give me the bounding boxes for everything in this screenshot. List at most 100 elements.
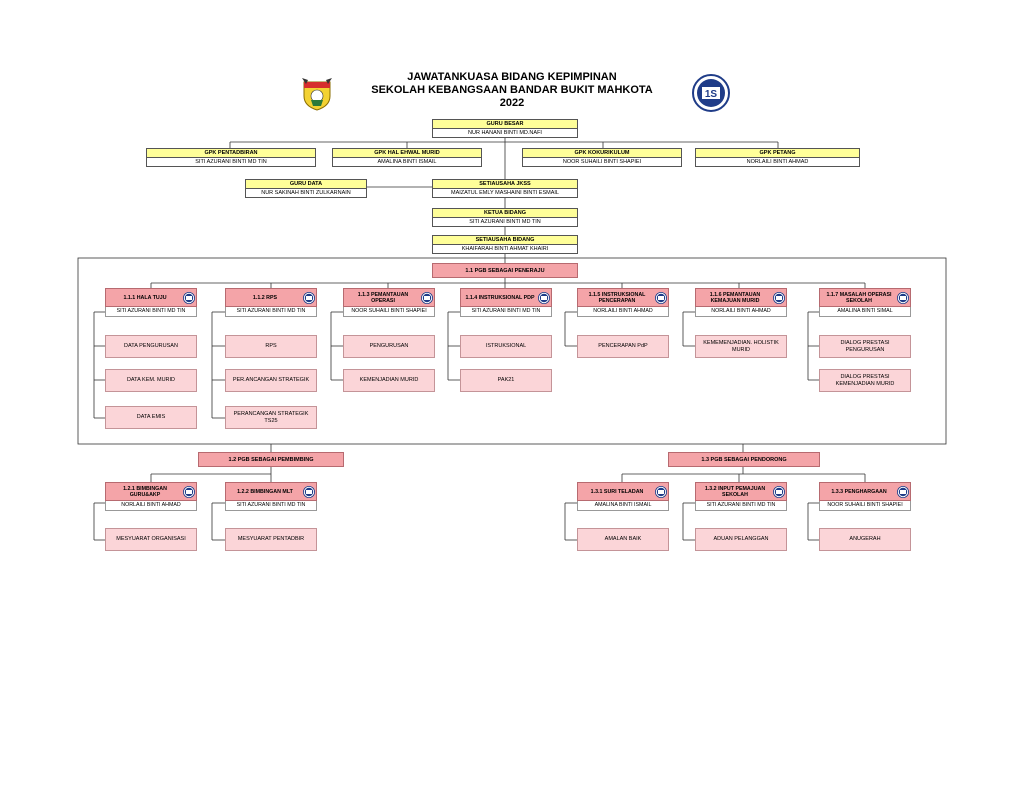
- card-name: NOOR SUHAILI BINTI SHAPIEI: [819, 501, 911, 511]
- sub-item: RPS: [225, 335, 317, 358]
- card-title: 1.1.2 RPS: [252, 294, 278, 301]
- school-badge-icon: [773, 486, 785, 498]
- sub-item: DATA EMIS: [105, 406, 197, 429]
- card-1-1-1: 1.1.1 HALA TUJU SITI AZURANI BINTI MD TI…: [105, 288, 197, 317]
- setiausaha-jkss-title: SETIAUSAHA JKSS: [433, 180, 577, 189]
- card-1-1-3: 1.1.3 PEMANTAUAN OPERASI NOOR SUHAILI BI…: [343, 288, 435, 317]
- card-name: AMALINA BINTI SIMAL: [819, 307, 911, 317]
- sub-item: MESYUARAT ORGANISASI: [105, 528, 197, 551]
- card-title: 1.2.1 BIMBINGAN GURU&AKP: [123, 485, 167, 498]
- school-badge-icon: [773, 292, 785, 304]
- chart-title-year: 2022: [499, 97, 525, 109]
- sub-item: PER.ANCANGAN STRATEGIK: [225, 369, 317, 392]
- card-1-1-7: 1.1.7 MASALAH OPERASI SEKOLAH AMALINA BI…: [819, 288, 911, 317]
- sub-item: KEMENJADIAN MURID: [343, 369, 435, 392]
- group-1-3-header: 1.3 PGB SEBAGAI PENDORONG: [668, 452, 820, 467]
- card-title: 1.2.2 BIMBINGAN MLT: [237, 488, 293, 495]
- school-badge-icon: [183, 292, 195, 304]
- card-1-2-1: 1.2.1 BIMBINGAN GURU&AKP NORLAILI BINTI …: [105, 482, 197, 511]
- sub-item: AMALAN BAIK: [577, 528, 669, 551]
- guru-besar-box: GURU BESAR NUR HANANI BINTI MD.NAFI: [432, 119, 578, 138]
- card-name: NORLAILI BINTI AHMAD: [105, 501, 197, 511]
- sub-item: DIALOG PRESTASI PENGURUSAN: [819, 335, 911, 358]
- guru-besar-title: GURU BESAR: [433, 120, 577, 129]
- school-badge-icon: [303, 486, 315, 498]
- ketua-bidang-box: KETUA BIDANG SITI AZURANI BINTI MD TIN: [432, 208, 578, 227]
- card-1-1-2: 1.1.2 RPS SITI AZURANI BINTI MD TIN: [225, 288, 317, 317]
- card-1-1-6: 1.1.6 PEMANTAUAN KEMAJUAN MURID NORLAILI…: [695, 288, 787, 317]
- school-badge-icon: 1S: [692, 74, 730, 112]
- gpk-pentadbiran-box: GPK PENTADBIRAN SITI AZURANI BINTI MD TI…: [146, 148, 316, 167]
- card-name: NORLAILI BINTI AHMAD: [577, 307, 669, 317]
- gpk-kokurikulum-box: GPK KOKURIKULUM NOOR SUHAILI BINTI SHAPI…: [522, 148, 682, 167]
- sub-item: PAK21: [460, 369, 552, 392]
- card-title: 1.1.5 INSTRUKSIONAL PENCERAPAN: [588, 291, 646, 304]
- card-1-3-2: 1.3.2 INPUT PEMAJUAN SEKOLAH SITI AZURAN…: [695, 482, 787, 511]
- group-1-2-header: 1.2 PGB SEBAGAI PEMBIMBING: [198, 452, 344, 467]
- card-name: NORLAILI BINTI AHMAD: [695, 307, 787, 317]
- guru-data-title: GURU DATA: [246, 180, 366, 189]
- gpk-name: NOOR SUHAILI BINTI SHAPIEI: [562, 159, 642, 165]
- chart-title-line2: SEKOLAH KEBANGSAAN BANDAR BUKIT MAHKOTA: [371, 84, 653, 96]
- card-name: AMALINA BINTI ISMAIL: [577, 501, 669, 511]
- gpk-name: NORLAILI BINTI AHMAD: [746, 159, 809, 165]
- sub-item: DATA PENGURUSAN: [105, 335, 197, 358]
- sub-item: KEMEMENJADIAN. HOLISTIK MURID: [695, 335, 787, 358]
- sub-item: DATA KEM. MURID: [105, 369, 197, 392]
- gpk-title: GPK KOKURIKULUM: [523, 149, 681, 158]
- card-1-1-5: 1.1.5 INSTRUKSIONAL PENCERAPAN NORLAILI …: [577, 288, 669, 317]
- sub-item: MESYUARAT PENTADBIR: [225, 528, 317, 551]
- card-title: 1.3.3 PENGHARGAAN: [831, 488, 887, 495]
- card-title: 1.3.2 INPUT PEMAJUAN SEKOLAH: [704, 485, 766, 498]
- school-badge-icon: [655, 486, 667, 498]
- setiausaha-bidang-title: SETIAUSAHA BIDANG: [433, 236, 577, 245]
- sub-item: PENGURUSAN: [343, 335, 435, 358]
- card-title: 1.1.1 HALA TUJU: [123, 294, 167, 301]
- gpk-hem-box: GPK HAL EHWAL MURID AMALINA BINTI ISMAIL: [332, 148, 482, 167]
- gpk-petang-box: GPK PETANG NORLAILI BINTI AHMAD: [695, 148, 860, 167]
- card-title: 1.1.7 MASALAH OPERASI SEKOLAH: [826, 291, 892, 304]
- card-title: 1.3.1 SURI TELADAN: [590, 488, 644, 495]
- gpk-title: GPK PENTADBIRAN: [147, 149, 315, 158]
- sub-item: DIALOG PRESTASI KEMENJADIAN MURID: [819, 369, 911, 392]
- gpk-name: AMALINA BINTI ISMAIL: [377, 159, 437, 165]
- card-name: NOOR SUHAILI BINTI SHAPIEI: [343, 307, 435, 317]
- card-name: SITI AZURANI BINTI MD TIN: [105, 307, 197, 317]
- card-title: 1.1.3 PEMANTAUAN OPERASI: [357, 291, 409, 304]
- ketua-bidang-name: SITI AZURANI BINTI MD TIN: [469, 219, 541, 225]
- card-1-3-3: 1.3.3 PENGHARGAAN NOOR SUHAILI BINTI SHA…: [819, 482, 911, 511]
- card-1-3-1: 1.3.1 SURI TELADAN AMALINA BINTI ISMAIL: [577, 482, 669, 511]
- guru-besar-name: NUR HANANI BINTI MD.NAFI: [468, 130, 542, 136]
- svg-text:1S: 1S: [705, 89, 718, 100]
- ketua-bidang-title: KETUA BIDANG: [433, 209, 577, 218]
- gpk-title: GPK PETANG: [696, 149, 859, 158]
- card-name: SITI AZURANI BINTI MD TIN: [460, 307, 552, 317]
- card-title: 1.1.6 PEMANTAUAN KEMAJUAN MURID: [709, 291, 761, 304]
- guru-data-name: NUR SAKINAH BINTI ZULKARNAIN: [261, 190, 351, 196]
- setiausaha-jkss-box: SETIAUSAHA JKSS MAIZATUL EMLY MASHAINI B…: [432, 179, 578, 198]
- gpk-title: GPK HAL EHWAL MURID: [333, 149, 481, 158]
- card-name: SITI AZURANI BINTI MD TIN: [695, 501, 787, 511]
- group-1-1-header: 1.1 PGB SEBAGAI PENERAJU: [432, 263, 578, 278]
- card-name: SITI AZURANI BINTI MD TIN: [225, 307, 317, 317]
- chart-title-line1: JAWATANKUASA BIDANG KEPIMPINAN: [407, 71, 617, 83]
- setiausaha-bidang-name: KHAIFARAH BINTI AHMAT KHAIRI: [461, 246, 549, 252]
- sub-item: ANUGERAH: [819, 528, 911, 551]
- school-badge-icon: [655, 292, 667, 304]
- school-badge-icon: [897, 292, 909, 304]
- sub-item: ADUAN PELANGGAN: [695, 528, 787, 551]
- sub-item: PENCERAPAN PdP: [577, 335, 669, 358]
- school-badge-icon: [303, 292, 315, 304]
- gpk-name: SITI AZURANI BINTI MD TIN: [195, 159, 267, 165]
- sub-item: ISTRUKSIONAL: [460, 335, 552, 358]
- school-badge-icon: [421, 292, 433, 304]
- card-1-2-2: 1.2.2 BIMBINGAN MLT SITI AZURANI BINTI M…: [225, 482, 317, 511]
- school-badge-icon: [183, 486, 195, 498]
- guru-data-box: GURU DATA NUR SAKINAH BINTI ZULKARNAIN: [245, 179, 367, 198]
- card-name: SITI AZURANI BINTI MD TIN: [225, 501, 317, 511]
- school-badge-icon: [897, 486, 909, 498]
- card-title: 1.1.4 INSTRUKSIONAL PDP: [465, 294, 535, 301]
- setiausaha-bidang-box: SETIAUSAHA BIDANG KHAIFARAH BINTI AHMAT …: [432, 235, 578, 254]
- sub-item: PERANCANGAN STRATEGIK TS25: [225, 406, 317, 429]
